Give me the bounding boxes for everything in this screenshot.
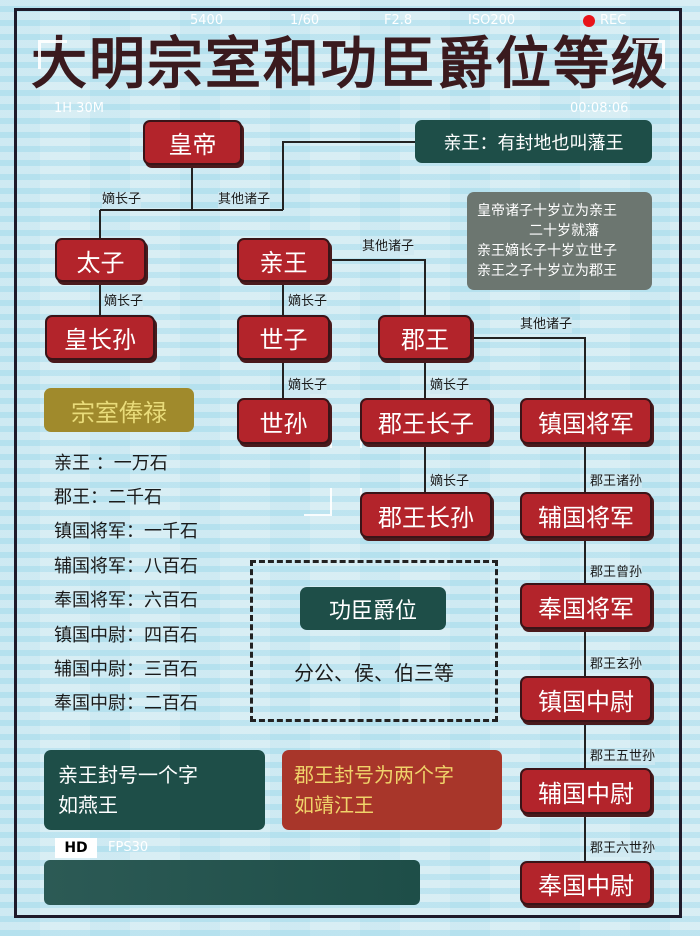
edge-label: 其他诸子	[218, 192, 271, 208]
node-crown-prince: 太子	[55, 238, 146, 282]
edge-label: 郡王曾孙	[590, 565, 643, 581]
stipend-item: 镇国将军：一千石	[54, 521, 198, 542]
node-rank: 镇国中尉	[520, 676, 652, 722]
junwang-title-note: 郡王封号为两个字 如靖江王	[282, 750, 502, 830]
node-prince: 亲王	[237, 238, 330, 282]
hd-badge: HD	[55, 838, 97, 858]
rule: 亲王之子十岁立为郡王	[477, 263, 617, 279]
overlay-aperture: F2.8	[384, 13, 413, 28]
overlay-shutter: 1/60	[290, 13, 320, 28]
rules-box: 皇帝诸子十岁立为亲王 二十岁就藩 亲王嫡长子十岁立世子 亲王之子十岁立为郡王	[467, 192, 652, 290]
focus-corner	[304, 488, 332, 516]
note-line: 亲王封号一个字	[58, 763, 198, 787]
edge-label: 郡王玄孙	[590, 657, 643, 673]
stipend-item: 辅国中尉：三百石	[54, 659, 198, 680]
prince-title-note: 亲王封号一个字 如燕王	[44, 750, 265, 830]
bottom-bar	[44, 860, 420, 905]
node-rank: 辅国中尉	[520, 768, 652, 814]
node-rank: 奉国中尉	[520, 861, 652, 905]
edge-label: 嫡长子	[288, 378, 328, 394]
node-rank: 辅国将军	[520, 492, 652, 538]
merit-heading: 功臣爵位	[300, 587, 446, 630]
stipend-item: 郡王：二千石	[54, 487, 162, 508]
rule: 皇帝诸子十岁立为亲王	[477, 203, 617, 219]
rec-dot-icon	[583, 15, 595, 27]
note-line: 如靖江王	[294, 793, 374, 817]
edge-label: 嫡长子	[102, 192, 142, 208]
node-junwang: 郡王	[378, 315, 472, 360]
stipend-item: 奉国中尉：二百石	[54, 693, 198, 714]
node-rank: 镇国将军	[520, 398, 652, 444]
edge-label: 嫡长子	[430, 378, 470, 394]
overlay-remaining: 1H 30M	[54, 101, 104, 116]
rule: 二十岁就藩	[529, 223, 599, 239]
edge-label: 嫡长子	[104, 294, 144, 310]
node-shizi: 世子	[237, 315, 330, 360]
merit-text: 分公、侯、伯三等	[294, 661, 454, 685]
node-rank: 奉国将军	[520, 583, 652, 629]
edge-label: 嫡长子	[430, 474, 470, 490]
overlay-timecode: 00:08:06	[570, 101, 629, 116]
node-junwang-eldest-grandson: 郡王长孙	[360, 492, 492, 538]
merit-section	[250, 560, 498, 722]
prince-note: 亲王：有封地也叫藩王	[415, 120, 652, 163]
note-line: 郡王封号为两个字	[294, 763, 454, 787]
viewfinder-corner	[38, 40, 67, 69]
edge-label: 郡王六世孙	[590, 841, 656, 857]
overlay-fps: FPS30	[108, 840, 149, 855]
edge-label: 郡王五世孙	[590, 749, 656, 765]
node-shisun: 世孙	[237, 398, 330, 444]
node-junwang-eldest-son: 郡王长子	[360, 398, 492, 444]
stipend-item: 镇国中尉：四百石	[54, 625, 198, 646]
stipend-heading: 宗室俸禄	[44, 388, 194, 432]
frame-border	[14, 8, 682, 918]
viewfinder-corner	[636, 40, 665, 69]
edge-label: 嫡长子	[288, 294, 328, 310]
page-title: 大明宗室和功臣爵位等级	[31, 31, 669, 97]
overlay-iso: ISO200	[468, 13, 516, 28]
node-emperor: 皇帝	[143, 120, 242, 165]
overlay-rec: REC	[600, 13, 627, 28]
overlay-iso-label: 5400	[190, 13, 224, 28]
edge-label: 其他诸子	[520, 317, 573, 333]
line-emperor-children	[99, 141, 415, 238]
stipend-item: 辅国将军：八百石	[54, 556, 198, 577]
node-eldest-grandson: 皇长孙	[45, 315, 155, 360]
edge-label: 郡王诸孙	[590, 474, 643, 490]
note-line: 如燕王	[58, 793, 118, 817]
stipend-item: 亲王 ：一万石	[54, 453, 168, 474]
edge-label: 其他诸子	[362, 239, 415, 255]
stipend-item: 奉国将军：六百石	[54, 590, 198, 611]
rule: 亲王嫡长子十岁立世子	[477, 243, 617, 259]
line-prince-junwang	[330, 259, 426, 315]
